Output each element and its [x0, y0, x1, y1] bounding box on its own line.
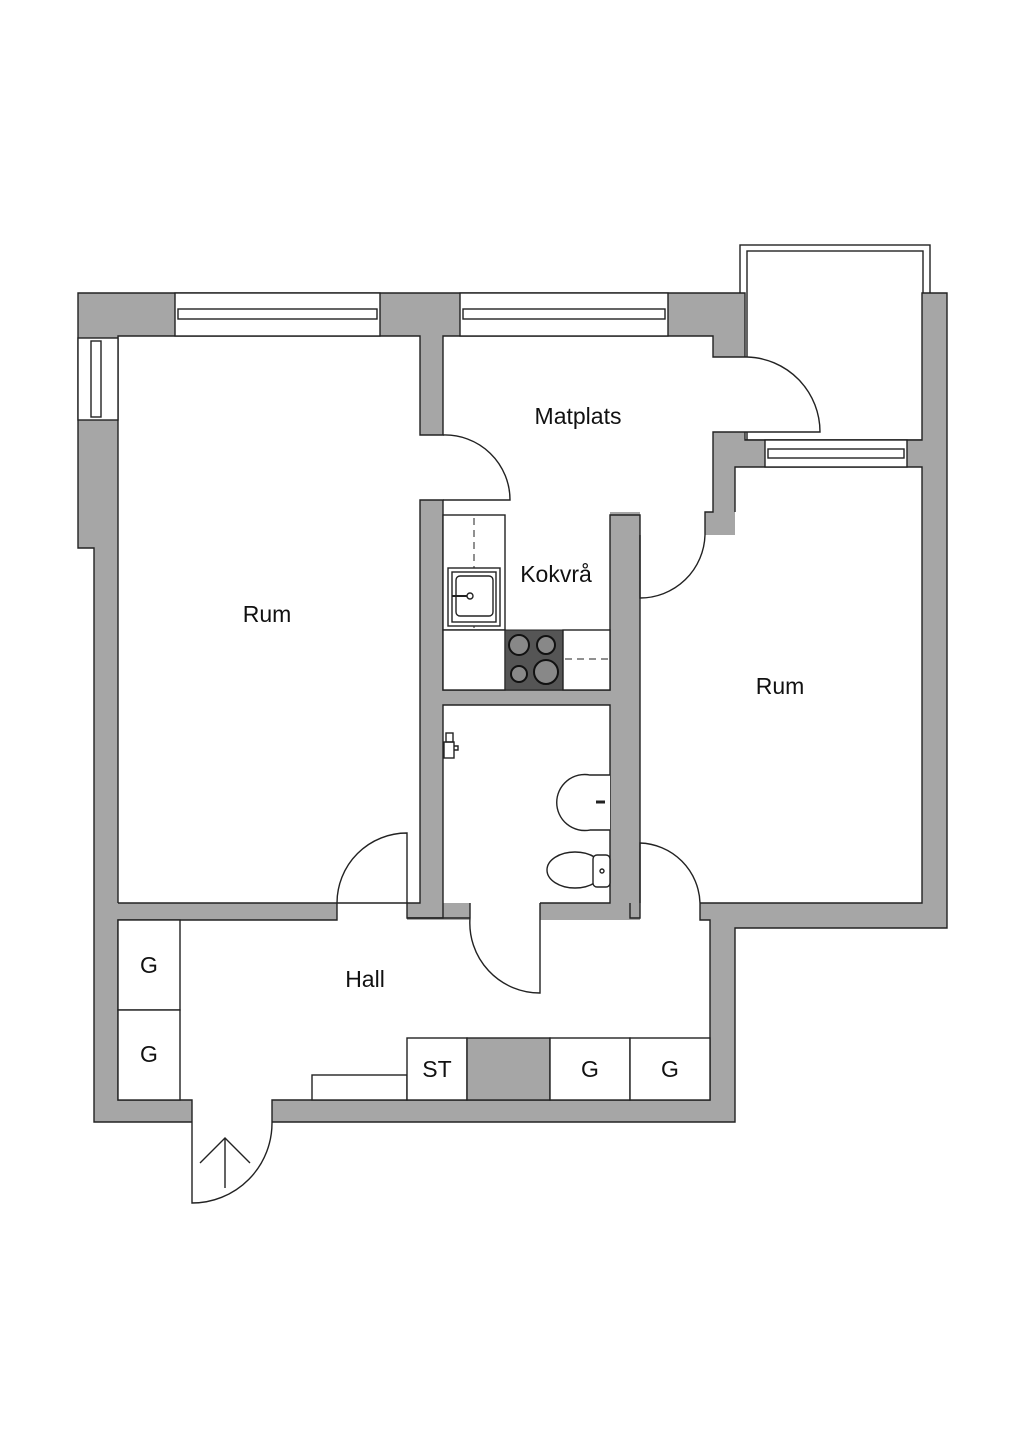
storage-label-g: G: [140, 952, 158, 978]
entrance-arrow-icon: [199, 1137, 251, 1188]
balcony: [739, 244, 931, 441]
door-rum-matplats[interactable]: [442, 434, 511, 501]
door-matplats-rum[interactable]: [639, 534, 706, 599]
sink-icon: [447, 567, 501, 627]
bathroom-fixtures: [443, 732, 611, 889]
toilet-icon: [546, 851, 611, 889]
doors: [191, 356, 821, 1204]
door-bathroom[interactable]: [469, 917, 541, 994]
storage-label-g: G: [140, 1041, 158, 1067]
storage-label-g: G: [661, 1056, 679, 1082]
door-rum-right-hall[interactable]: [639, 842, 701, 904]
door-rum-hall[interactable]: [336, 832, 408, 904]
windows: [77, 292, 908, 468]
storage-label-st: ST: [422, 1056, 451, 1082]
storage-label-g: G: [581, 1056, 599, 1082]
room-label-matplats: Matplats: [535, 403, 622, 429]
room-label-rum-left: Rum: [243, 601, 292, 627]
stove-icon: [504, 629, 564, 691]
room-label-kokvra: Kokvrå: [520, 561, 592, 587]
door-entrance[interactable]: [191, 1121, 273, 1204]
room-label-rum-right: Rum: [756, 673, 805, 699]
room-label-hall: Hall: [345, 966, 385, 992]
shower-icon: [443, 732, 459, 759]
washbasin-icon: [556, 773, 610, 832]
hall-storage: [117, 919, 711, 1101]
door-balcony[interactable]: [746, 356, 821, 433]
kitchen-fixtures: [442, 514, 611, 691]
